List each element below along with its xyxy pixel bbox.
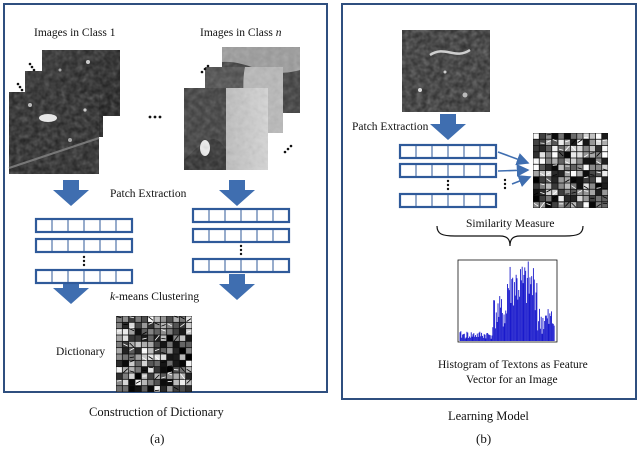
class-1-bottom-arrow <box>53 283 89 304</box>
class-1-down-arrow <box>53 180 89 206</box>
query-patch-cells <box>415 145 481 207</box>
between-classes-dots <box>148 115 162 119</box>
query-image <box>402 30 490 112</box>
patch-extraction-label-b: Patch Extraction <box>352 121 429 133</box>
class-n-down-arrow <box>219 180 255 206</box>
class-n-stack-dots <box>200 64 293 154</box>
images-class-n-prefix: Images in Class <box>200 27 276 39</box>
kmeans-clustering-label: k-means Clustering <box>110 291 200 304</box>
images-class-n-label: Images in Class n <box>200 27 282 40</box>
similarity-measure-label: Similarity Measure <box>466 218 555 230</box>
class-n-bottom-arrow <box>219 274 255 300</box>
query-side-dots <box>503 178 507 190</box>
class-1-image-stack <box>8 50 120 174</box>
query-down-arrow <box>430 114 466 140</box>
kmeans-rest: -means Clustering <box>115 291 200 303</box>
dictionary-label: Dictionary <box>56 346 106 358</box>
similarity-brace <box>436 225 584 247</box>
query-vdots <box>446 179 450 191</box>
histogram-chart <box>457 259 558 343</box>
dictionary-image <box>116 315 192 392</box>
panel-b-caption: Learning Model <box>448 409 529 423</box>
histogram-label-line2: Vector for an Image <box>466 374 558 386</box>
images-class-n-var: n <box>275 27 282 39</box>
class-1-stack-dots <box>16 62 36 92</box>
class-n-vdots <box>239 244 243 256</box>
class-n-image-stack <box>184 47 300 170</box>
sublabel-a: (a) <box>150 431 165 446</box>
texton-dictionary-image <box>533 133 608 209</box>
histogram-label-line1: Histogram of Textons as Feature <box>438 359 588 371</box>
patch-extraction-label-a: Patch Extraction <box>110 188 187 200</box>
similarity-arrows <box>497 151 532 188</box>
class-n-patch-cells <box>208 209 274 272</box>
class-1-patch-cells <box>51 219 117 283</box>
images-class-1-label: Images in Class 1 <box>34 27 116 39</box>
sublabel-b: (b) <box>476 431 492 446</box>
kmeans-var: k <box>110 291 116 303</box>
class-1-vdots <box>82 255 86 267</box>
panel-a-caption: Construction of Dictionary <box>89 405 224 419</box>
